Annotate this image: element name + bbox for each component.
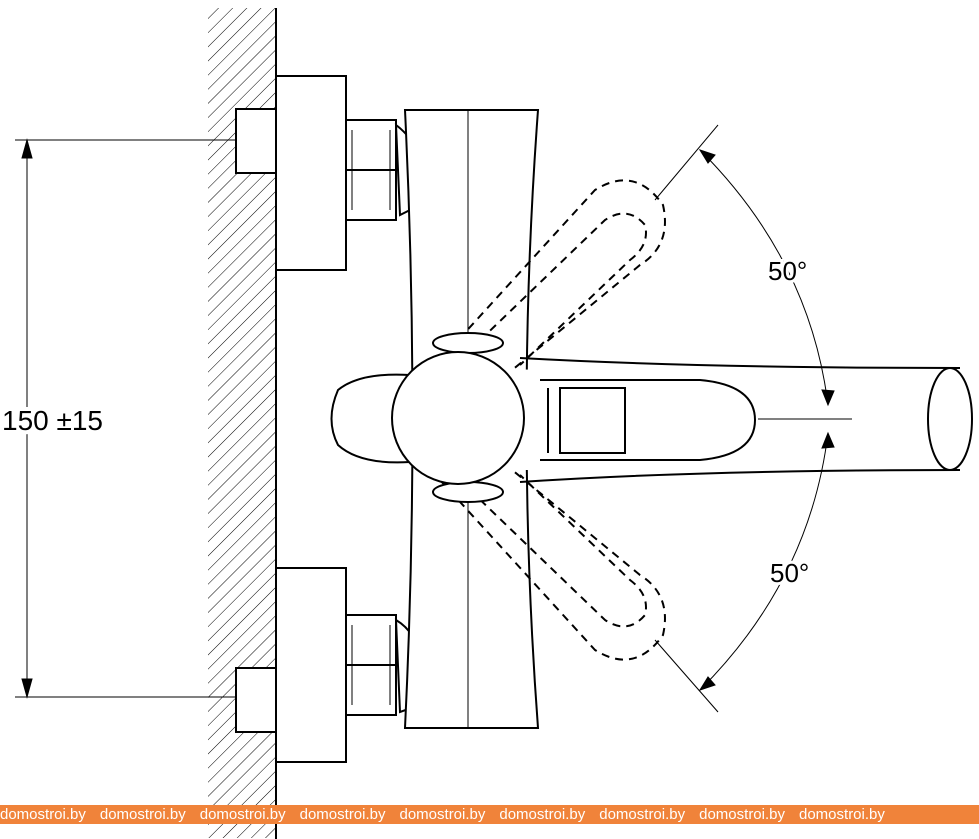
watermark-text: domostroi.by xyxy=(799,806,885,823)
watermark-text: domostroi.by xyxy=(199,806,286,823)
watermark-text: domostroi.by xyxy=(699,806,785,823)
handle-alt-positions xyxy=(439,179,666,661)
watermark-text: domostroi.by xyxy=(599,806,686,823)
central-hub xyxy=(391,332,525,503)
angle-down-label: 50° xyxy=(770,558,809,588)
dimension-150-label: 150 ±15 xyxy=(2,405,103,436)
angle-dimensions xyxy=(654,124,852,713)
watermark-text: domostroi.by xyxy=(99,806,186,823)
dimension-150 xyxy=(15,138,236,699)
lower-wall-mount xyxy=(235,567,397,763)
upper-wall-mount xyxy=(235,75,397,271)
watermark-text: domostroi.by xyxy=(299,806,386,823)
watermark-strip: domostroi.by domostroi.by domostroi.by domo… xyxy=(0,805,979,824)
angle-up-label: 50° xyxy=(768,256,807,286)
watermark-text: domostroi.by xyxy=(0,806,86,823)
watermark-text: domostroi.by xyxy=(399,806,486,823)
watermark-text: domostroi.by xyxy=(499,806,586,823)
rear-knob xyxy=(330,373,411,464)
